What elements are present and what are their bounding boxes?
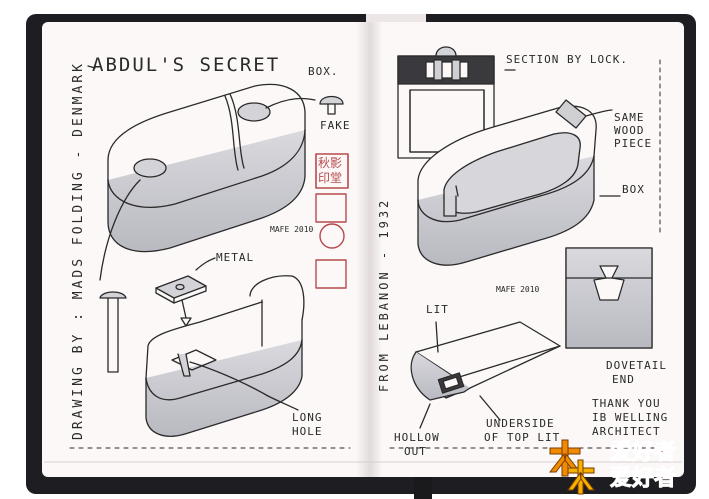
label-fake: FAKE (320, 119, 351, 132)
label-hollow: HOLLOW (394, 431, 440, 444)
label-architect: ARCHITECT (592, 425, 661, 438)
watermark-text-top: 爱好者 (609, 440, 677, 465)
elastic-band (366, 14, 426, 24)
label-same: SAME (614, 111, 645, 124)
credit-vertical: DRAWING BY : MADS FOLDING - DENMARK (71, 61, 86, 440)
label-underside: UNDERSIDE (486, 417, 555, 430)
signature-left: MAFE 2010 (270, 225, 314, 234)
label-piece: PIECE (614, 137, 653, 150)
origin-vertical: FROM LEBANON - 1932 (377, 197, 391, 392)
label-ib-welling: IB WELLING (592, 411, 669, 424)
label-wood: WOOD (614, 124, 645, 137)
label-metal: METAL (216, 251, 255, 264)
watermark-logo: 爱好者 爱好者 (546, 438, 706, 496)
seal-stamp: 秋影 印堂 (318, 156, 343, 185)
label-out: OUT (404, 445, 427, 458)
label-section: SECTION BY LOCK. (506, 53, 628, 66)
label-lit: LIT (426, 303, 449, 316)
label-long: LONG (292, 411, 323, 424)
label-of-top-lit: OF TOP LIT (484, 431, 561, 444)
label-end: END (612, 373, 635, 386)
label-box: BOX (622, 183, 645, 196)
signature-right: MAFE 2010 (496, 285, 540, 294)
watermark-tree-icon (548, 439, 596, 495)
label-hole: HOLE (292, 425, 323, 438)
watermark-text-bottom: 爱好者 (609, 466, 677, 491)
stamp-square (315, 153, 349, 189)
sketch-title: ABDUL'S SECRET (92, 54, 281, 76)
label-dovetail: DOVETAIL (606, 359, 667, 372)
label-thank-you: THANK YOU (592, 397, 661, 410)
sketch-title-suffix: BOX. (308, 65, 339, 78)
